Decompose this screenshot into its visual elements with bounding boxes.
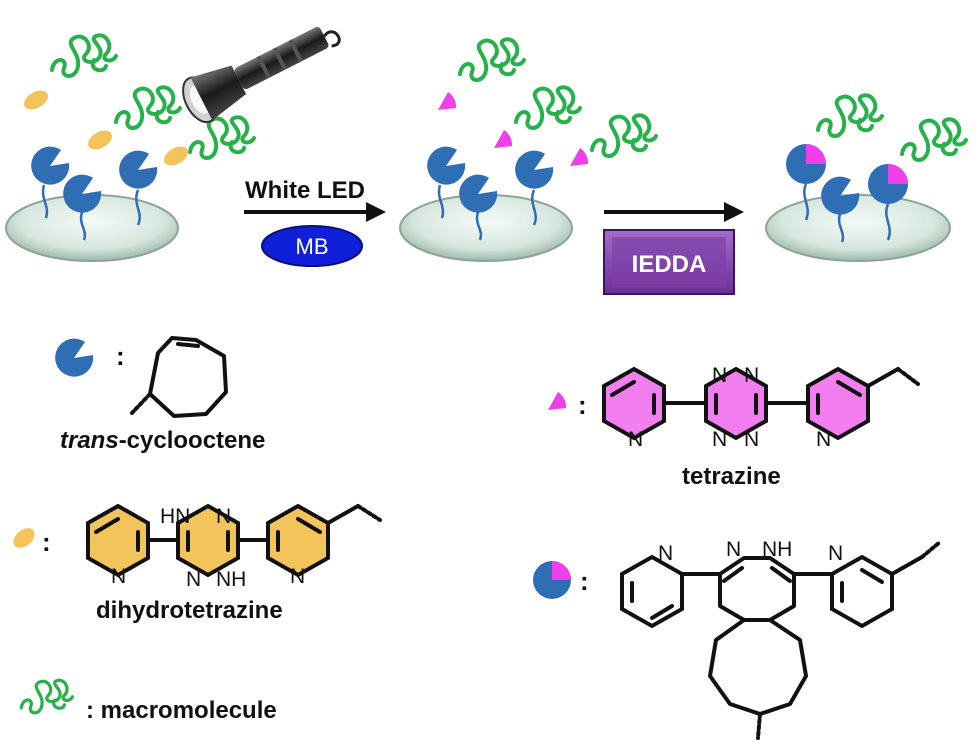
macromolecule-coil-icon — [188, 115, 256, 160]
dhtz-icon — [13, 528, 35, 548]
atom-n: N — [658, 542, 673, 565]
macromolecule-coil-icon — [114, 85, 182, 130]
atom-n: N — [828, 542, 843, 565]
dhtz-label-1 — [24, 90, 48, 110]
legend-tz: : N N N N N N tetrazine — [548, 364, 920, 490]
tz-wedge-2 — [494, 130, 513, 148]
tco-icon — [55, 338, 94, 377]
dhtz-structure: N HN N N NH N — [86, 503, 382, 591]
dhtz-label-2 — [88, 130, 112, 150]
tco-structure — [130, 336, 228, 418]
atom-n: N — [712, 364, 727, 387]
atom-n: N — [628, 428, 643, 451]
conjugate-2 — [868, 164, 908, 241]
tz-structure: N N N N N N — [602, 364, 920, 451]
atom-n: N — [216, 505, 231, 528]
atom-n: N — [111, 565, 126, 588]
tz-wedge-1 — [438, 92, 457, 110]
panel-activated — [399, 37, 658, 262]
atom-n: N — [186, 568, 201, 591]
macro-label: : macromolecule — [86, 697, 277, 724]
catalyst-label: MB — [296, 234, 329, 259]
macromolecule-coil-icon — [514, 85, 582, 130]
legend-colon: : — [42, 527, 51, 557]
atom-n: N — [726, 538, 741, 561]
tco-linker-2 — [63, 174, 102, 241]
tco-linker-3 — [119, 150, 158, 226]
arrow-step-2: IEDDA — [603, 202, 744, 295]
step1-label: White LED — [245, 177, 365, 204]
atom-nh: NH — [762, 538, 792, 561]
legend-colon: : — [116, 341, 125, 371]
catalyst-badge — [261, 225, 363, 267]
legend-macro: : macromolecule — [19, 678, 277, 724]
macromolecule-coil-icon — [19, 678, 75, 715]
atom-n: N — [744, 364, 759, 387]
legend-colon: : — [578, 390, 587, 420]
conjugate-1 — [786, 144, 826, 221]
tco-free — [821, 176, 860, 243]
legend-product: : N N NH N — [533, 538, 942, 740]
flashlight-icon — [182, 26, 341, 124]
dhtz-label: dihydrotetrazine — [96, 597, 283, 624]
atom-hn: HN — [160, 505, 190, 528]
conjugate-icon — [533, 561, 571, 599]
panel-product — [765, 93, 968, 262]
legend-dhtz: : N HN N N NH N dihydrotetrazine — [13, 503, 382, 624]
glass-slide-icon — [765, 194, 951, 262]
macromolecule-coil-icon — [458, 37, 526, 82]
tz-wedge-3 — [570, 148, 589, 166]
atom-n: N — [816, 428, 831, 451]
atom-n: N — [290, 565, 305, 588]
legend-tco: : trans-cyclooctene — [55, 336, 265, 454]
tco-label: trans-cyclooctene — [60, 427, 265, 454]
atom-n: N — [712, 428, 727, 451]
atom-nh: NH — [216, 568, 246, 591]
iedda-label: IEDDA — [632, 251, 707, 278]
tz-label: tetrazine — [682, 463, 781, 490]
macromolecule-coil-icon — [900, 117, 968, 162]
panel-start — [5, 33, 256, 262]
macromolecule-coil-icon — [50, 33, 118, 78]
tco-linker-1 — [31, 146, 70, 219]
macromolecule-coil-icon — [590, 113, 658, 158]
dhtz-label-3 — [164, 146, 188, 166]
arrow-step-1: White LED MB — [244, 177, 386, 267]
product-structure: N N NH N — [620, 538, 942, 740]
macromolecule-coil-icon — [816, 93, 884, 138]
legend-colon: : — [580, 566, 589, 596]
tz-icon — [548, 392, 567, 410]
atom-n: N — [744, 428, 759, 451]
